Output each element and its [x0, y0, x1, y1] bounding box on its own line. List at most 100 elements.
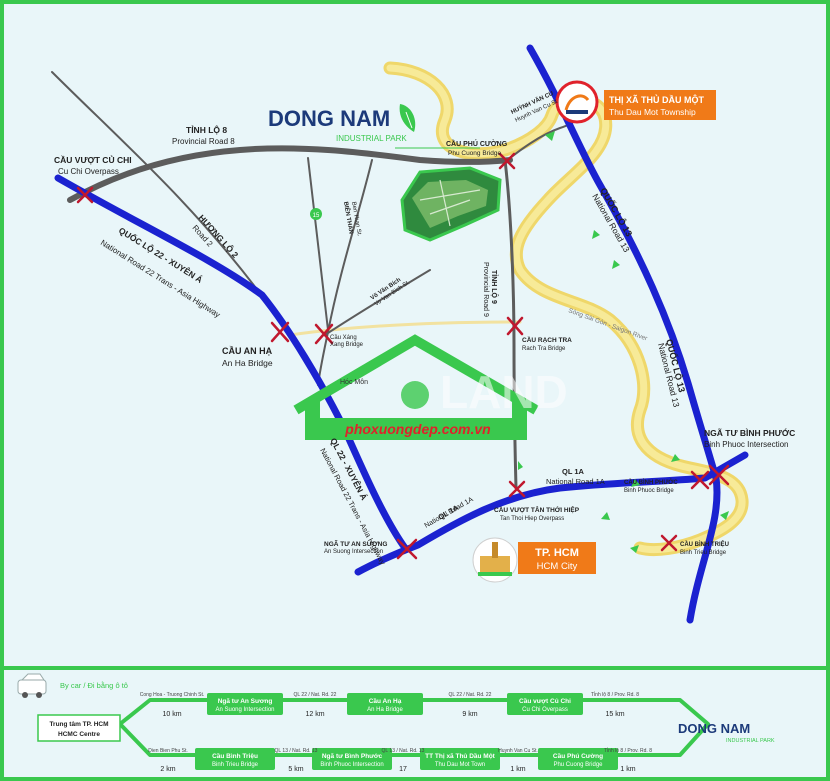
road-15-label: 15 — [313, 213, 320, 219]
direction-arrows — [518, 131, 729, 553]
route-node-top-en: An Ha Bridge — [367, 707, 403, 713]
label-tinh-lo-9-en: Provincial Road 9 — [482, 262, 489, 317]
route-dist-bottom: 2 km — [160, 766, 175, 773]
label-cau-xang-vn: Cầu Xáng — [330, 335, 357, 341]
label-an-suong-en: An Suong Intersection — [324, 549, 383, 555]
route-road-bottom: QL 13 / Nat. Rd. 13 — [275, 748, 318, 754]
legend-brand-sub: INDUSTRIAL PARK — [726, 738, 775, 744]
route-node-top-vn: Cầu vượt Củ Chi — [519, 696, 571, 705]
highway-ql13 — [526, 44, 721, 624]
watermark-url: phoxuongdep.com.vn — [344, 421, 490, 437]
label-cau-binh-phuoc-vn: CẦU BÌNH PHƯỚC — [624, 478, 678, 486]
route-road-bottom: Huynh Van Cu St. — [498, 748, 538, 754]
highways — [54, 44, 749, 624]
label-tinh-lo-8-en: Provincial Road 8 — [172, 137, 235, 146]
route-node-bottom — [195, 748, 275, 770]
marker-an-ha — [270, 321, 290, 343]
route-node-bottom-en: Phu Cuong Bridge — [553, 762, 603, 768]
label-cau-xang-en: Xang Bridge — [330, 342, 364, 348]
label-tinh-lo-9-vn: TỈNH LỘ 9 — [490, 270, 499, 304]
route-dist-top: 12 km — [305, 711, 324, 718]
route-node-bottom — [312, 748, 392, 770]
route-road-bottom: Tỉnh lộ 8 / Prov. Rd. 8 — [604, 747, 652, 754]
route-start-vn: Trung tâm TP. HCM — [49, 721, 108, 728]
marker-an-suong — [396, 538, 418, 560]
road-ben-than — [307, 157, 329, 331]
thu-dau-mot-box — [604, 90, 716, 120]
route-road-bottom: QL 13 / Nat. Rd. 13 — [382, 748, 425, 754]
label-hcm-vn: TP. HCM — [535, 547, 579, 559]
route-road-top: Cong Hoa - Truong Chinh St. — [140, 692, 204, 698]
route-dist-bottom: 1 km — [620, 766, 635, 773]
marker-cu-chi — [76, 186, 94, 204]
route-road-top: QL 22 / Nat. Rd. 22 — [449, 692, 492, 698]
label-hcm-en: HCM City — [537, 561, 578, 572]
label-phu-cuong-vn: CẦU PHÚ CƯỜNG — [446, 138, 508, 148]
label-thu-dau-mot-en: Thu Dau Mot Township — [609, 107, 696, 117]
industrial-park-site — [395, 147, 502, 242]
route-dist-bottom: 17 — [399, 766, 407, 773]
route-node-top — [207, 693, 283, 715]
label-tan-thoi-hiep-en: Tan Thoi Hiep Overpass — [500, 516, 564, 522]
road-tinh-lo-8 — [67, 145, 513, 203]
brand-sub: INDUSTRIAL PARK — [336, 134, 407, 143]
route-node-top-en: Cu Chi Overpass — [522, 707, 568, 713]
route-node-bottom — [538, 748, 618, 770]
label-cau-binh-trieu-vn: CẦU BÌNH TRIỆU — [680, 540, 729, 548]
route-road-bottom: Dien Bien Phu St. — [148, 748, 187, 754]
label-tinh-lo-8-vn: TỈNH LỘ 8 — [186, 124, 227, 135]
route-dist-bottom: 5 km — [288, 766, 303, 773]
saigon-river — [288, 61, 749, 557]
label-ql1a-right-en: National Road 1A — [546, 477, 605, 486]
route-start-box — [37, 714, 121, 742]
label-an-suong-vn: NGÃ TƯ AN SƯƠNG — [324, 539, 387, 548]
road-15 — [317, 159, 373, 386]
route-node-top — [507, 693, 583, 715]
route-node-top-vn: Ngã tư An Sương — [218, 698, 273, 705]
marker-cau-xang — [314, 323, 334, 345]
route-road-top: QL 22 / Nat. Rd. 22 — [294, 692, 337, 698]
highway-ql22 — [54, 174, 409, 552]
road-tinh-lo-9 — [503, 158, 518, 490]
faint-brand-watermark: LAND — [440, 366, 568, 418]
route-node-bottom-en: Binh Phuoc Intersection — [320, 762, 383, 768]
brand-name: DONG NAM — [268, 106, 390, 131]
route-dist-top: 15 km — [605, 711, 624, 718]
label-cu-chi-vn: CẦU VƯỢT CỦ CHI — [54, 154, 132, 165]
route-road-top: Tỉnh lộ 8 / Prov. Rd. 8 — [591, 691, 639, 698]
car-icon — [17, 673, 47, 698]
route-node-bottom-vn: Cầu Bình Triệu — [212, 751, 258, 760]
label-phu-cuong-en: Phu Cuong Bridge — [448, 150, 502, 157]
route-node-bottom-en: Binh Trieu Bridge — [212, 762, 259, 768]
route-mode-label: By car / Đi bằng ô tô — [60, 681, 128, 690]
marker-binh-phuoc-int — [708, 464, 730, 486]
thu-dau-mot-logo-icon — [555, 80, 599, 124]
hcm-box — [518, 542, 596, 574]
marker-binh-phuoc — [690, 470, 710, 490]
route-dist-top: 9 km — [462, 711, 477, 718]
label-tan-thoi-hiep-vn: CẦU VƯỢT TÂN THỚI HIỆP — [494, 504, 580, 514]
route-node-bottom-vn: TT Thị xã Thủ Dầu Một — [425, 751, 496, 760]
route-node-top-en: An Suong Intersection — [215, 707, 274, 713]
hcm-city-icon — [472, 537, 518, 583]
label-an-ha-vn: CẦU AN HẠ — [222, 346, 273, 356]
route-node-top-vn: Cầu An Hạ — [369, 696, 402, 705]
marker-rach-tra — [506, 316, 524, 336]
label-binh-phuoc-int-en: Binh Phuoc Intersection — [704, 440, 789, 449]
label-cu-chi-en: Cu Chi Overpass — [58, 167, 119, 176]
route-node-bottom-en: Thu Dau Mot Town — [435, 762, 485, 768]
route-node-bottom-vn: Ngã tư Bình Phước — [322, 753, 383, 760]
label-rach-tra-vn: CẦU RẠCH TRA — [522, 334, 572, 344]
label-thu-dau-mot-vn: THỊ XÃ THỦ DẦU MỘT — [609, 94, 704, 105]
marker-phu-cuong — [498, 152, 516, 170]
road-15-badge — [310, 208, 322, 220]
marker-tan-thoi-hiep — [508, 480, 526, 498]
label-ql1a-right-vn: QL 1A — [562, 467, 585, 476]
label-cau-binh-trieu-en: Binh Trieu Bridge — [680, 550, 727, 556]
route-node-top — [347, 693, 423, 715]
route-dist-bottom: 1 km — [510, 766, 525, 773]
watermark-house-icon — [293, 334, 539, 440]
road-huong-lo-2 — [51, 71, 263, 297]
bridge-markers — [76, 152, 730, 560]
